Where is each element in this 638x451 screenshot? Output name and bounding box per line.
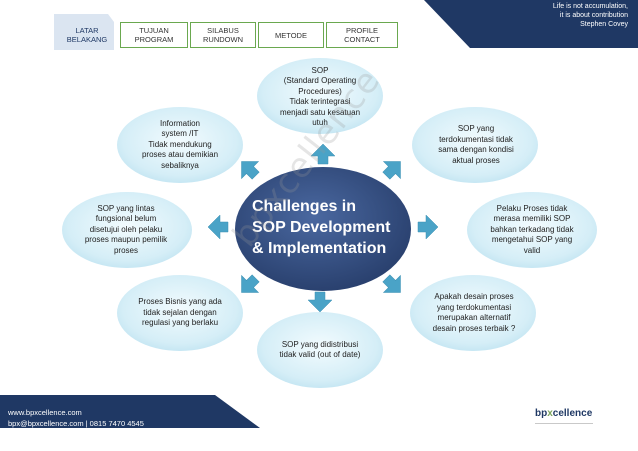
logo-mark: x: [547, 408, 553, 419]
quote-line-2: it is about contribution: [559, 12, 628, 19]
logo-underline: [535, 423, 593, 424]
bubble-bottom-right: [410, 275, 536, 351]
logo-suffix: cellence: [552, 408, 593, 419]
bubble-line: merupakan alternatif: [437, 313, 511, 322]
arrow-left-icon: [207, 214, 229, 240]
bubble-top-right: [412, 107, 538, 183]
bubble-line: valid: [523, 245, 541, 255]
bubble-line: sama dengan kondisi: [438, 145, 514, 154]
footer-email-phone[interactable]: bpx@bpxcellence.com | 0815 7470 4545: [8, 419, 144, 428]
bubble-left: [62, 192, 192, 268]
bubble-line: system /IT: [161, 129, 199, 139]
bubble-line: desain proses terbaik ?: [432, 323, 516, 333]
tab-silabus-rundown[interactable]: SILABUS RUNDOWN: [190, 22, 256, 48]
bubble-line: bahkan terkadang tidak: [490, 224, 574, 234]
tab-metode[interactable]: METODE: [258, 22, 324, 48]
bubble-top: [257, 58, 383, 134]
bubble-line: Information: [159, 118, 200, 128]
bubble-line: SOP yang lintas: [97, 203, 155, 213]
arrow-up-icon: [310, 143, 336, 165]
center-title-line-3: & Implementation: [252, 240, 387, 257]
bubble-line: aktual proses: [452, 155, 500, 165]
bubble-line: Proses Bisnis yang ada: [138, 297, 222, 307]
bubble-line: menjadi satu kesatuan: [279, 107, 361, 117]
tab-tujuan-program[interactable]: TUJUAN PROGRAM: [120, 22, 188, 48]
bubble-line: fungsional belum: [95, 214, 157, 224]
bubble-line: Tidak terintegrasi: [289, 97, 351, 106]
bubble-line: Apakah desain proses: [434, 292, 514, 301]
bubble-line: SOP yang: [457, 124, 495, 133]
bubble-line: yang terdokumentasi: [436, 302, 512, 312]
bubble-line: sebaliknya: [161, 160, 199, 170]
footer-contact: www.bpxcellence.com bpx@bpxcellence.com …: [8, 407, 144, 429]
bubble-line: Tidak mendukung: [148, 139, 212, 149]
bubble-line: disetujui oleh pelaku: [89, 224, 163, 234]
bubble-line: regulasi yang berlaku: [141, 318, 219, 328]
bubble-line: proses atau demikian: [141, 150, 219, 160]
logo-prefix: bp: [535, 408, 548, 419]
top-navigation: LATAR BELAKANG TUJUAN PROGRAM SILABUS RU…: [0, 0, 638, 50]
footer-band: [0, 395, 260, 428]
quote-line-1: Life is not accumulation,: [552, 3, 628, 10]
bubble-line: SOP yang didistribusi: [281, 339, 359, 349]
arrow-up-right-icon: [382, 161, 401, 180]
tab-latar-belakang[interactable]: LATAR BELAKANG: [66, 26, 108, 44]
center-title: Challenges in SOP Development & Implemen…: [252, 196, 412, 259]
footer-website[interactable]: www.bpxcellence.com: [8, 408, 82, 417]
bpxcellence-logo: bpxcellence: [535, 408, 592, 419]
bubble-line: proses: [113, 245, 138, 255]
arrow-down-right-icon: [382, 274, 401, 293]
bubble-bottom: [257, 312, 383, 388]
center-bubble: [235, 167, 411, 291]
arrow-right-icon: [417, 214, 439, 240]
nav-background: [0, 0, 638, 50]
bubble-line: terdokumentasi tidak: [439, 134, 513, 144]
bubble-line: (Standard Operating: [283, 76, 357, 85]
arrow-down-icon: [307, 291, 333, 313]
bubble-line: mengetahui SOP yang: [491, 235, 573, 245]
tab-profile-contact[interactable]: PROFILE CONTACT: [326, 22, 398, 48]
bubble-bottom-left: [117, 275, 243, 351]
arrow-up-left-icon: [241, 161, 260, 180]
bubble-line: tidak sejalan dengan: [143, 307, 217, 317]
bubble-line: utuh: [312, 118, 328, 127]
bubble-right: [467, 192, 597, 268]
center-title-line-2: SOP Development: [252, 219, 391, 236]
arrow-down-left-icon: [241, 274, 260, 293]
bubble-line: merasa memiliki SOP: [493, 214, 571, 224]
center-title-line-1: Challenges in: [252, 198, 357, 215]
quote: Life is not accumulation, it is about co…: [478, 2, 628, 29]
bubble-top-left: [117, 107, 243, 183]
bubble-line: Procedures): [298, 86, 342, 96]
bubble-line: SOP: [311, 65, 329, 75]
bubble-line: proses maupun pemilik: [84, 235, 168, 245]
quote-author: Stephen Covey: [580, 21, 628, 28]
bubble-line: Pelaku Proses tidak: [496, 203, 568, 213]
bubble-line: tidak valid (out of date): [279, 350, 361, 359]
